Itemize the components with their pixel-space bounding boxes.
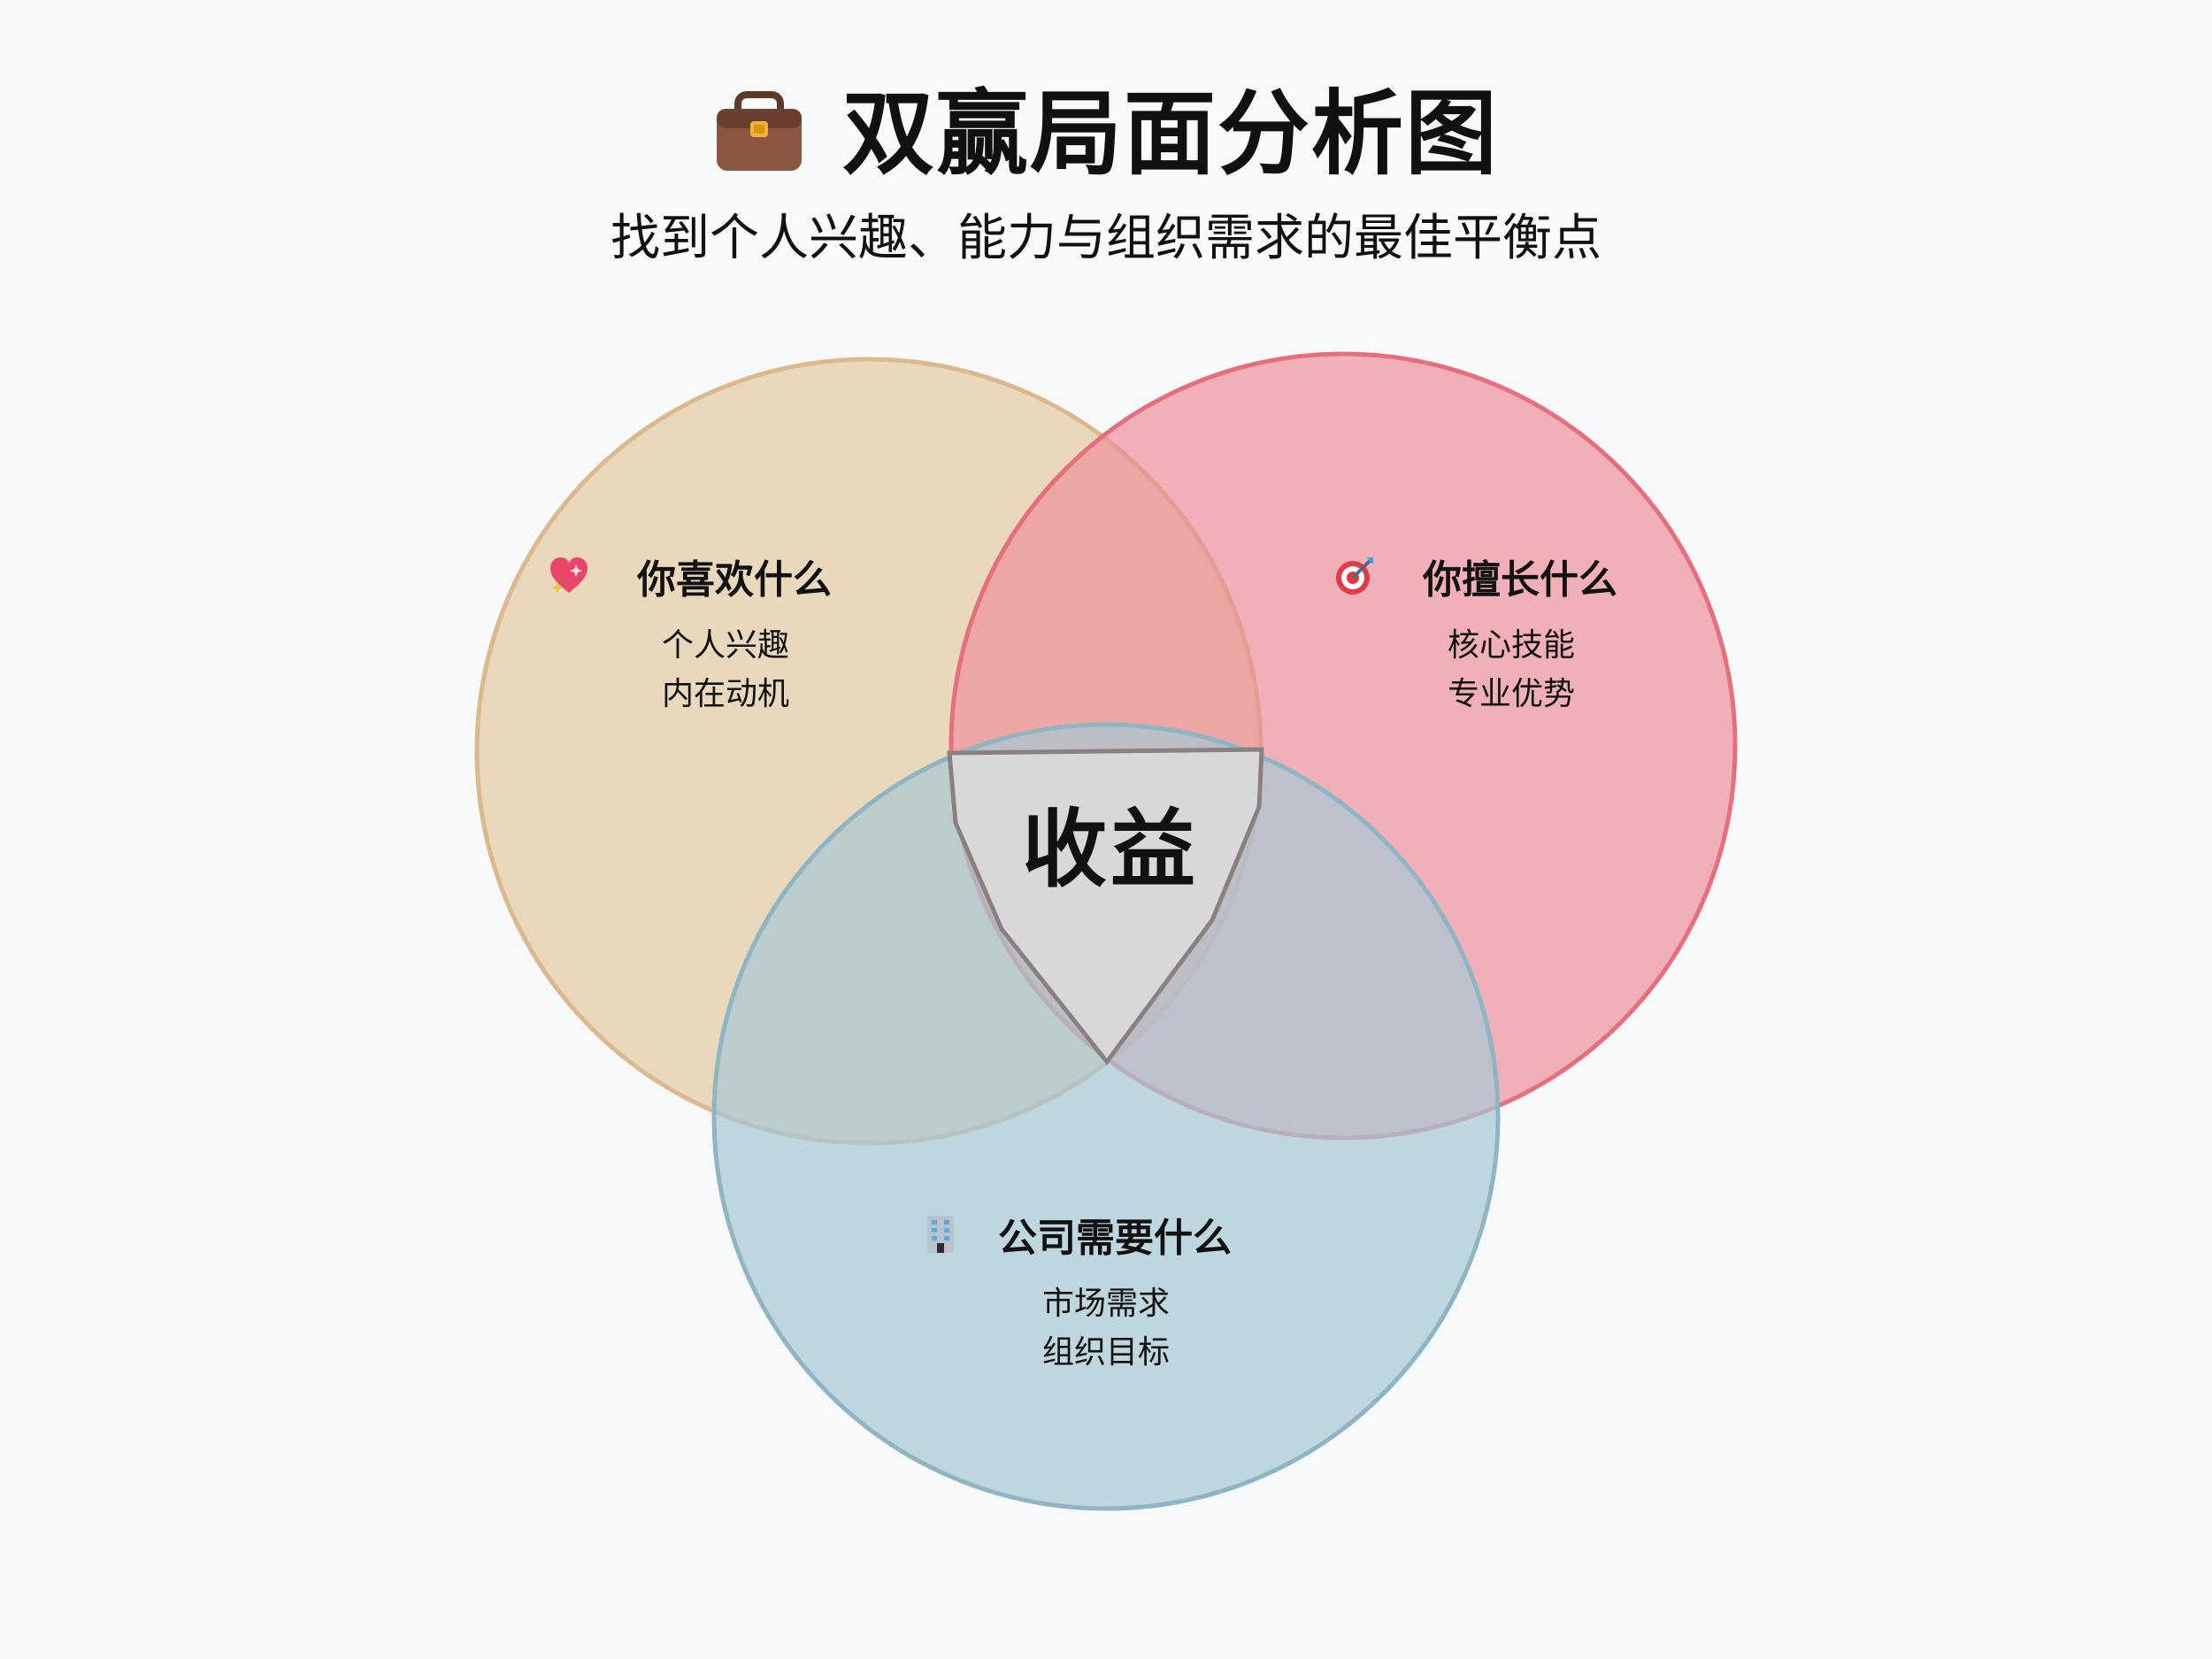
label-company-item: 组织目标 — [1041, 1334, 1170, 1371]
title-row: 双赢局面分析图 — [0, 76, 2212, 191]
label-company-item: 市场需求 — [1041, 1286, 1170, 1322]
label-ability-head: 你擅长什么 — [1334, 556, 1688, 605]
center-label-benefit: 收益 — [1022, 800, 1199, 899]
header: 双赢局面分析图 找到个人兴趣、能力与组织需求的最佳平衡点 — [0, 0, 2212, 292]
intersection-all — [947, 747, 1264, 1066]
label-company: 公司需要什么 市场需求 组织目标 — [920, 1214, 1292, 1377]
label-ability-title: 你擅长什么 — [1423, 557, 1617, 603]
label-ability-item: 核心技能 — [1447, 627, 1575, 664]
label-interest-item: 个人兴趣 — [661, 627, 789, 664]
label-company-head: 公司需要什么 — [920, 1214, 1292, 1263]
label-ability: 你擅长什么 核心技能 专业优势 — [1334, 556, 1688, 718]
label-interest-head: 你喜欢什么 — [549, 556, 902, 605]
label-company-items: 市场需求 组织目标 — [920, 1279, 1292, 1377]
label-company-title: 公司需要什么 — [998, 1216, 1232, 1261]
page-subtitle: 找到个人兴趣、能力与组织需求的最佳平衡点 — [611, 210, 1601, 267]
label-interest: 你喜欢什么 个人兴趣 内在动机 — [549, 556, 902, 718]
page-title: 双赢局面分析图 — [841, 80, 1499, 188]
label-interest-items: 个人兴趣 内在动机 — [549, 621, 902, 718]
label-ability-item: 专业优势 — [1447, 676, 1575, 712]
label-interest-title: 你喜欢什么 — [637, 557, 832, 603]
label-ability-items: 核心技能 专业优势 — [1334, 621, 1688, 718]
briefcase-icon — [713, 91, 805, 176]
label-interest-item: 内在动机 — [661, 676, 789, 712]
circle-company — [711, 722, 1501, 1511]
